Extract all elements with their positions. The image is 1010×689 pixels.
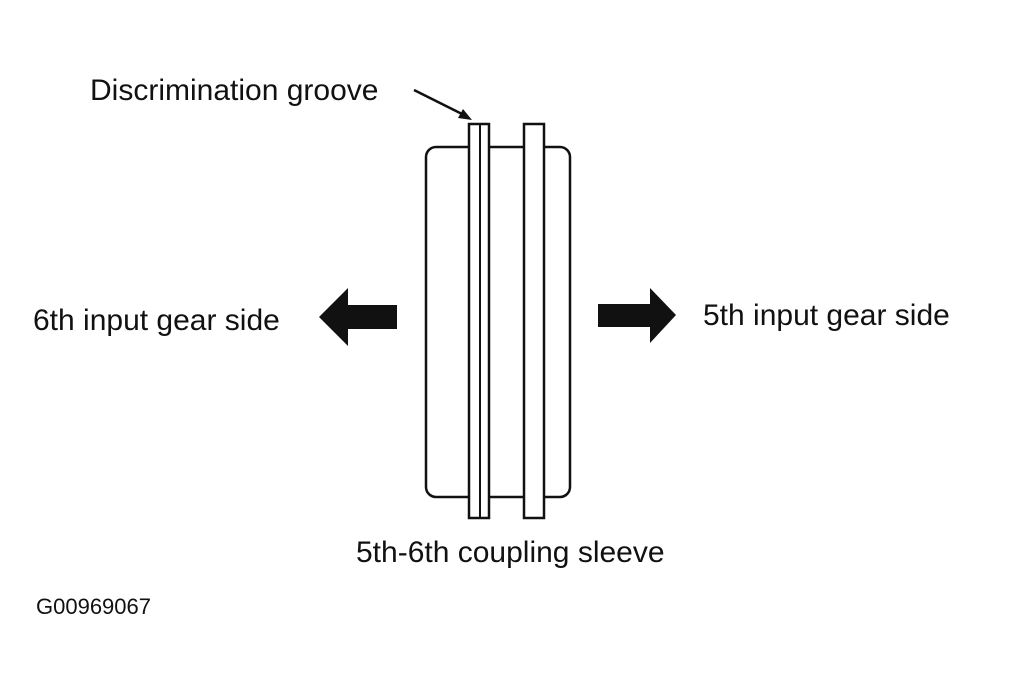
right-ring: [522, 122, 546, 520]
sixth-gear-side-label: 6th input gear side: [33, 304, 280, 337]
right-arrow-icon: [598, 288, 676, 343]
left-arrow-icon: [319, 288, 397, 346]
coupling-sleeve-label: 5th-6th coupling sleeve: [356, 536, 665, 569]
discrimination-groove-label: Discrimination groove: [90, 74, 378, 107]
groove-leader-line: [413, 88, 465, 117]
sleeve-body: [424, 145, 572, 499]
fifth-gear-side-label: 5th input gear side: [703, 299, 950, 332]
groove-leader-arrowhead: [458, 109, 472, 120]
figure-code: G00969067: [36, 594, 151, 619]
